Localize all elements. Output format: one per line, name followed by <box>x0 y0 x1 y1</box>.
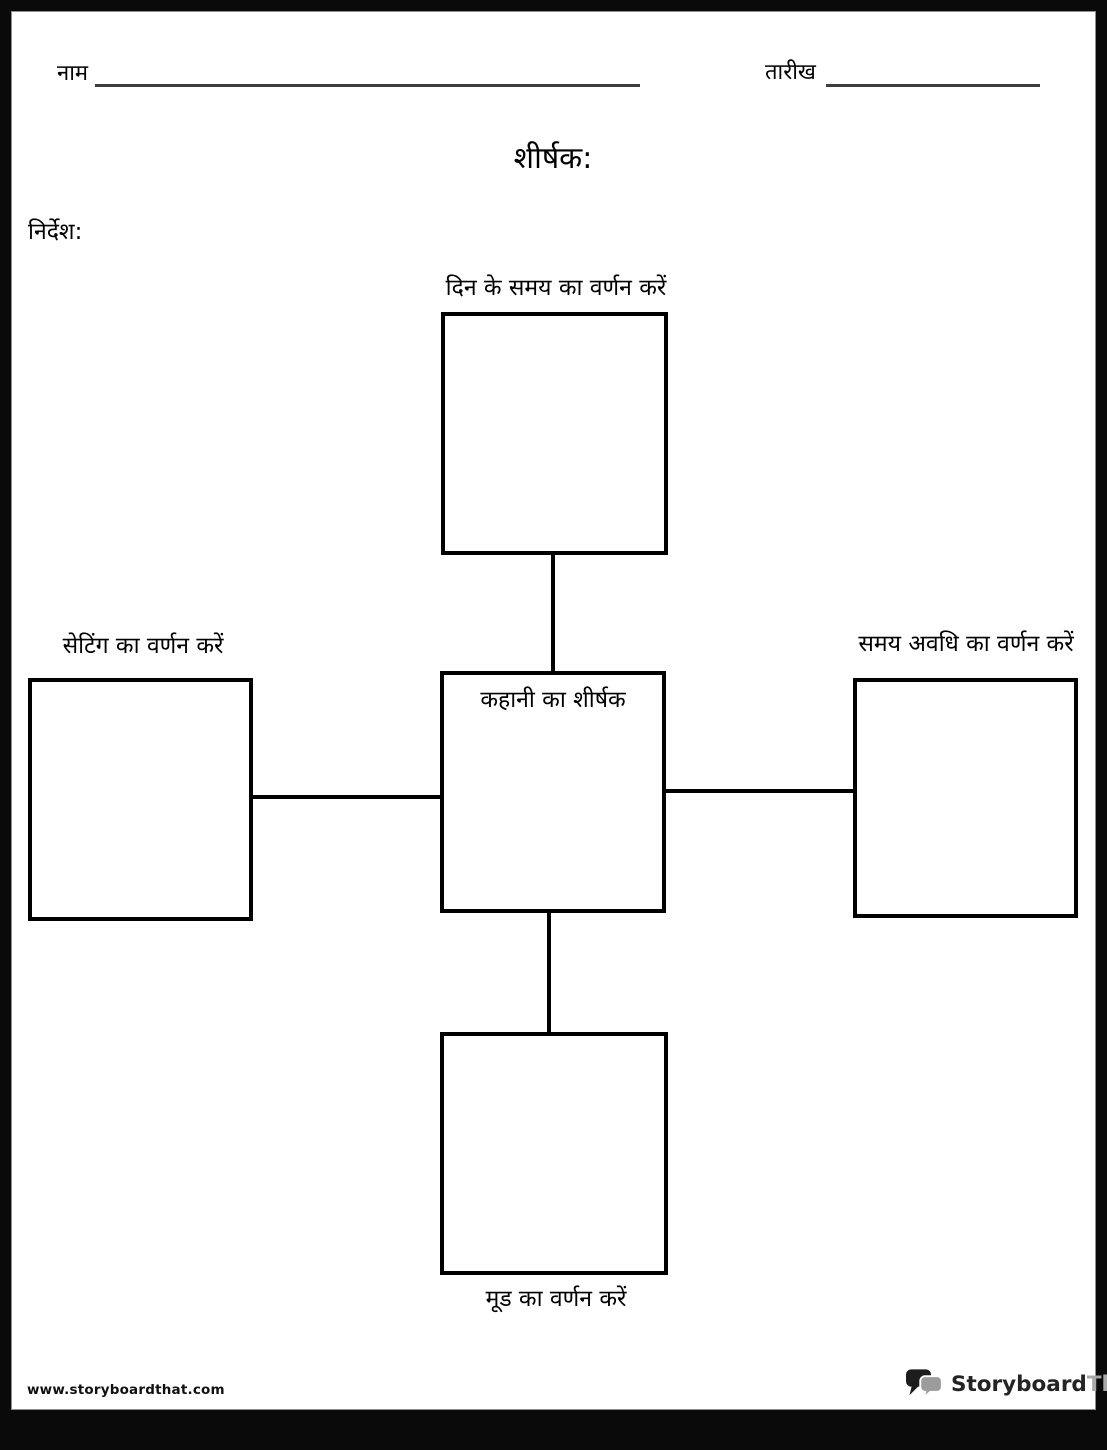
page-title: शीर्षक: <box>513 141 593 176</box>
instructions-label: निर्देश: <box>28 219 83 245</box>
bottom-node-box[interactable] <box>440 1032 668 1275</box>
right-node-box[interactable] <box>853 678 1078 918</box>
footer-website-text: www.storyboardthat.com <box>27 1382 225 1398</box>
connector-left <box>252 795 441 799</box>
left-node-box[interactable] <box>28 678 253 921</box>
logo-text-secondary: That <box>1086 1371 1107 1397</box>
center-node-box[interactable]: कहानी का शीर्षक <box>440 671 666 913</box>
logo-text-primary: Storyboard <box>951 1371 1087 1397</box>
right-node-label: समय अवधि का वर्णन करें <box>858 631 1074 657</box>
left-node-label: सेटिंग का वर्णन करें <box>62 633 224 659</box>
speech-bubbles-icon <box>906 1368 944 1400</box>
connector-bottom <box>547 912 551 1033</box>
top-node-box[interactable] <box>441 312 668 555</box>
storyboardthat-logo: StoryboardThat <box>906 1368 1107 1400</box>
connector-right <box>665 789 854 793</box>
date-input-line[interactable] <box>826 84 1040 87</box>
center-node-label: कहानी का शीर्षक <box>480 687 626 713</box>
connector-top <box>551 554 555 672</box>
name-input-line[interactable] <box>95 84 640 87</box>
bottom-node-label: मूड का वर्णन करें <box>485 1286 627 1312</box>
date-label: तारीख <box>765 60 816 85</box>
name-label: नाम <box>57 61 89 86</box>
top-node-label: दिन के समय का वर्णन करें <box>445 275 667 301</box>
